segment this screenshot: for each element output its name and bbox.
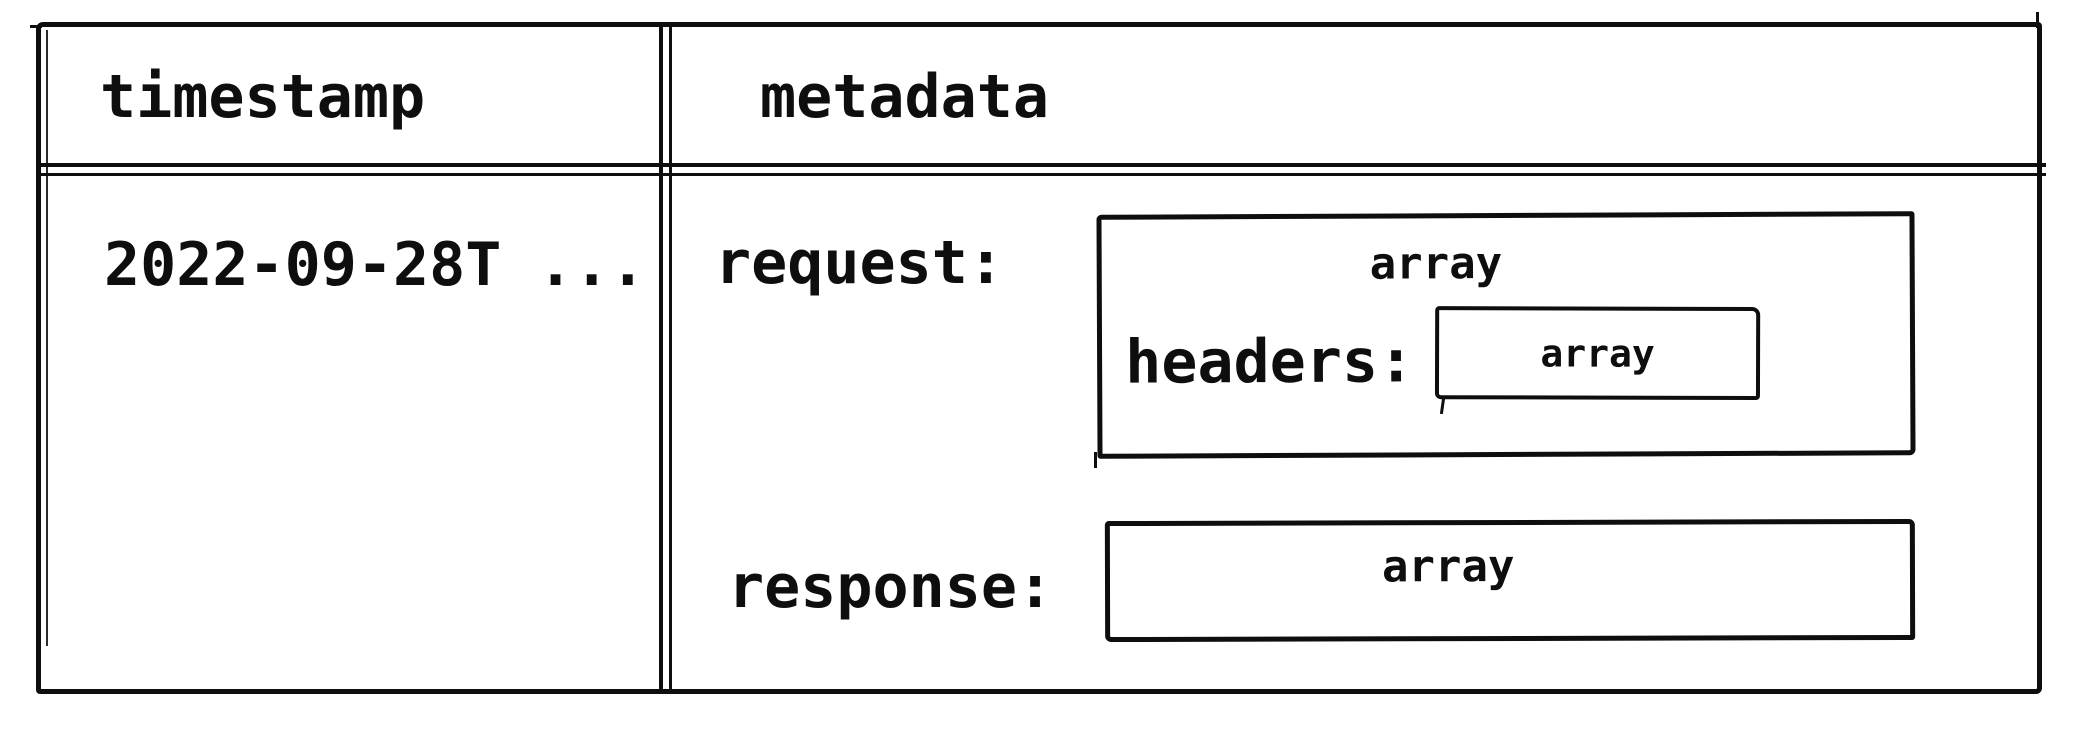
table-frame-left-echo-stroke [46, 30, 48, 646]
table-frame [36, 22, 2042, 694]
response-array-box: array [1104, 518, 1916, 643]
sketch-overshoot-tick [2036, 12, 2039, 28]
headers-array-box: array [1434, 306, 1761, 401]
headers-field-label: headers: [1124, 326, 1415, 398]
column-header-timestamp: timestamp [100, 62, 426, 132]
column-divider [659, 24, 672, 692]
header-row-divider [36, 163, 2046, 176]
column-header-metadata: metadata [760, 62, 1049, 132]
sketch-overshoot-tick [30, 25, 42, 28]
request-array-type-label: array [1369, 238, 1503, 290]
response-field-label: response: [728, 552, 1054, 622]
response-array-type-label: array [1381, 540, 1515, 593]
request-array-box: array headers: array [1096, 211, 1916, 459]
headers-array-type-label: array [1540, 330, 1655, 376]
sketch-overshoot-tick [1094, 452, 1097, 468]
timestamp-cell-value: 2022-09-28T ... [104, 230, 646, 300]
request-field-label: request: [715, 228, 1004, 298]
